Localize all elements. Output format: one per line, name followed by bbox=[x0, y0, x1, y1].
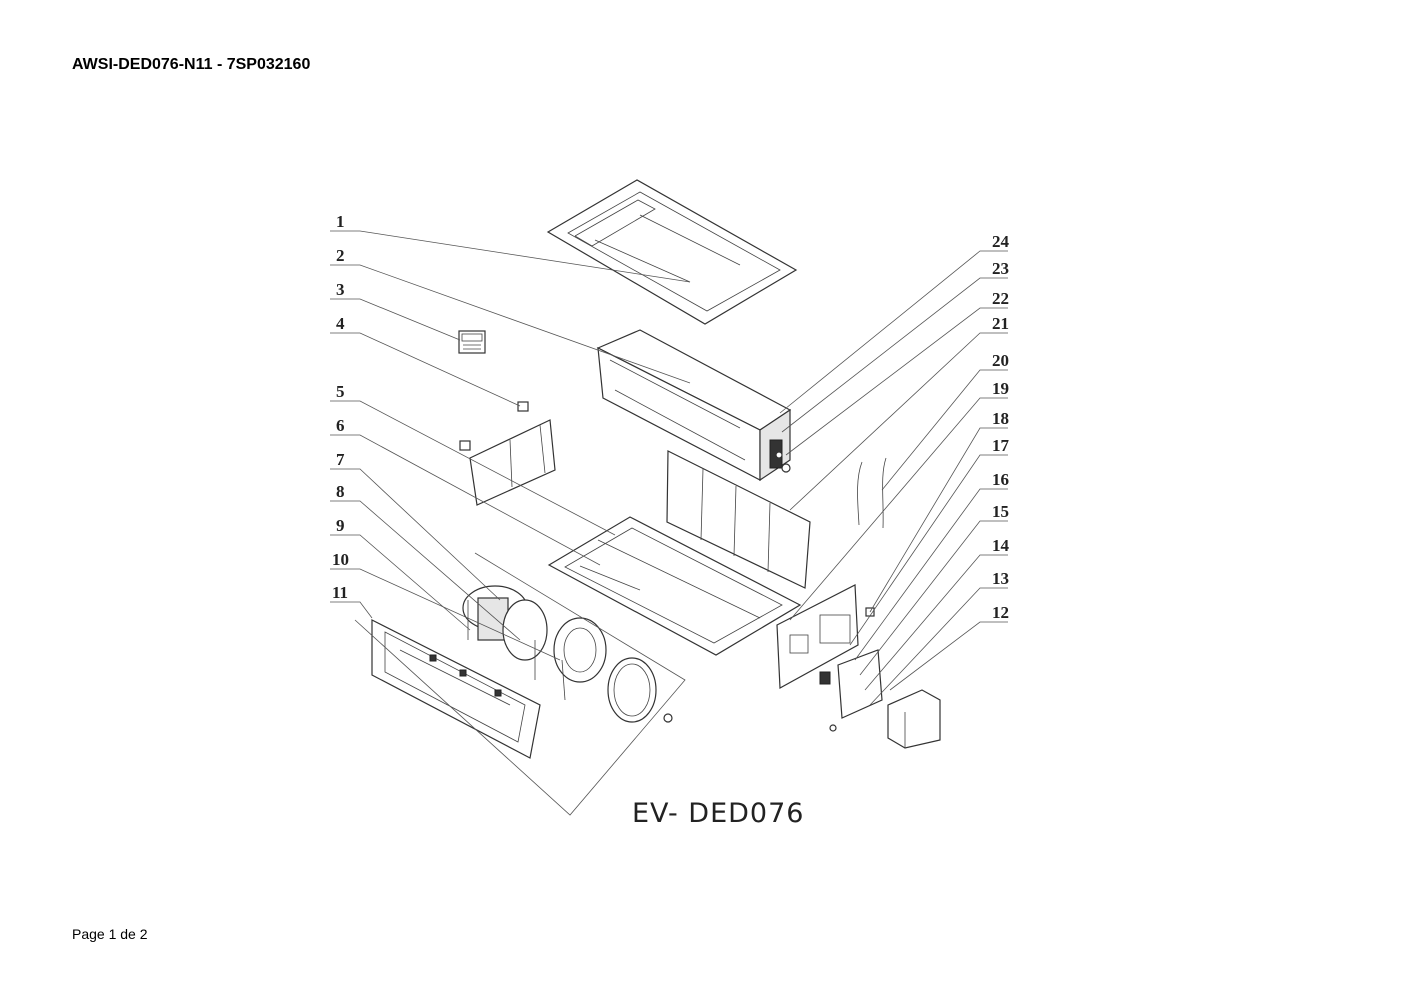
callout-24: 24 bbox=[992, 232, 1010, 251]
front-air-panel bbox=[371, 619, 541, 759]
callout-11: 11 bbox=[332, 583, 348, 602]
callout-17: 17 bbox=[992, 436, 1010, 455]
callout-20: 20 bbox=[992, 351, 1009, 370]
main-housing bbox=[596, 329, 792, 482]
left-callout-numbers: 1 2 3 4 5 6 7 8 9 10 11 bbox=[332, 212, 349, 602]
callout-23: 23 bbox=[992, 259, 1009, 278]
electrical-control-box bbox=[776, 584, 941, 749]
callout-4: 4 bbox=[336, 314, 345, 333]
page-footer: Page 1 de 2 bbox=[72, 926, 148, 942]
left-callout-leaders bbox=[330, 230, 691, 816]
callout-21: 21 bbox=[992, 314, 1009, 333]
callout-1: 1 bbox=[336, 212, 345, 231]
callout-8: 8 bbox=[336, 482, 345, 501]
callout-3: 3 bbox=[336, 280, 345, 299]
callout-15: 15 bbox=[992, 502, 1009, 521]
model-label: EV- DED076 bbox=[632, 798, 804, 829]
blower-assembly bbox=[462, 585, 673, 723]
callout-18: 18 bbox=[992, 409, 1009, 428]
callout-22: 22 bbox=[992, 289, 1009, 308]
callout-13: 13 bbox=[992, 569, 1009, 588]
callout-9: 9 bbox=[336, 516, 345, 535]
filter-panel bbox=[666, 450, 811, 589]
bottom-frame-tray bbox=[547, 516, 802, 656]
top-cover-panel bbox=[546, 179, 798, 325]
right-callout-leaders bbox=[779, 250, 1008, 706]
right-callout-numbers: 24 23 22 21 20 19 18 17 16 15 14 13 12 bbox=[992, 232, 1010, 622]
callout-14: 14 bbox=[992, 536, 1010, 555]
remote-controller bbox=[458, 330, 486, 354]
side-bracket-panel bbox=[459, 401, 556, 506]
callout-19: 19 bbox=[992, 379, 1009, 398]
wiring-cables bbox=[857, 457, 887, 529]
callout-16: 16 bbox=[992, 470, 1009, 489]
callout-10: 10 bbox=[332, 550, 349, 569]
callout-6: 6 bbox=[336, 416, 345, 435]
callout-2: 2 bbox=[336, 246, 345, 265]
callout-12: 12 bbox=[992, 603, 1009, 622]
callout-7: 7 bbox=[336, 450, 345, 469]
callout-5: 5 bbox=[336, 382, 345, 401]
document-title: AWSI-DED076-N11 - 7SP032160 bbox=[72, 56, 311, 73]
